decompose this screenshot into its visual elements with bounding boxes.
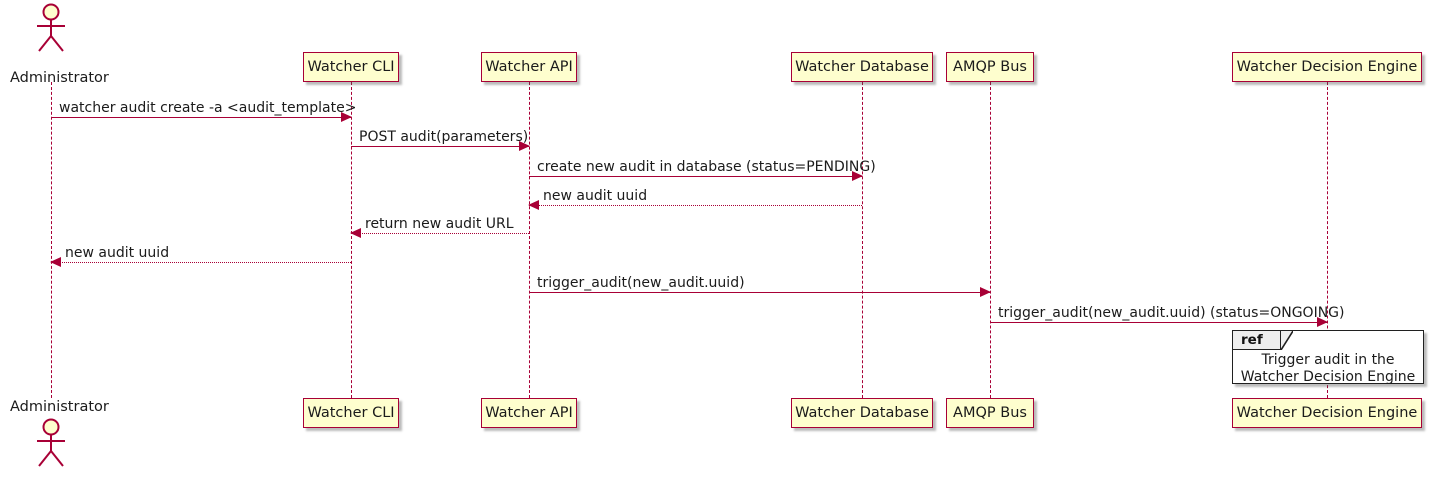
message-arrowhead-m8 [1317,317,1328,327]
message-arrowhead-m4 [528,200,539,210]
message-label-m7: trigger_audit(new_audit.uuid) [537,275,745,291]
message-line-m7 [529,292,990,293]
message-label-m5: return new audit URL [365,216,514,232]
actor-administrator-bottom [29,418,83,474]
message-line-m3 [529,176,862,177]
participant-label-watcher-cli-bottom: Watcher CLI [307,404,395,421]
message-arrowhead-m2 [519,141,530,151]
lifeline-decision-engine [1327,82,1328,398]
message-line-m5 [351,233,529,234]
message-line-m8 [990,322,1327,323]
message-arrowhead-m3 [852,171,863,181]
actor-label-administrator-top: Administrator [10,70,109,86]
participant-label-decision-engine-bottom: Watcher Decision Engine [1236,404,1418,421]
message-arrowhead-m6 [50,257,61,267]
participant-label-amqp-bus-top: AMQP Bus [953,58,1027,75]
message-arrowhead-m5 [350,228,361,238]
message-label-m1: watcher audit create -a <audit_template> [59,100,357,116]
actor-administrator-top [29,3,83,59]
participant-label-watcher-cli-top: Watcher CLI [307,58,395,75]
participant-label-watcher-db-top: Watcher Database [795,58,929,75]
participant-decision-engine-top[interactable]: Watcher Decision Engine [1232,52,1422,82]
participant-amqp-bus-top[interactable]: AMQP Bus [946,52,1034,82]
message-line-m2 [351,146,529,147]
message-arrow-m6 [50,257,351,267]
lifeline-watcher-api [529,82,530,398]
message-line-m6 [51,262,351,263]
message-label-m4: new audit uuid [543,188,648,204]
message-arrow-m4 [528,200,862,210]
message-arrow-m3 [529,171,863,181]
message-label-m3: create new audit in database (status=PEN… [537,159,876,175]
message-arrow-m2 [351,141,530,151]
lifeline-amqp-bus [990,82,991,398]
message-arrowhead-m7 [980,287,991,297]
participant-label-watcher-api-top: Watcher API [485,58,573,75]
fragment-tag-ref-trigger-audit: ref [1233,331,1281,350]
fragment-tag-corner-ref-trigger-audit [1281,331,1293,350]
message-arrow-m8 [990,317,1328,327]
participant-watcher-db-top[interactable]: Watcher Database [791,52,933,82]
lifeline-watcher-cli [351,82,352,398]
actor-label-administrator-bottom: Administrator [10,399,109,415]
participant-decision-engine-bottom[interactable]: Watcher Decision Engine [1232,398,1422,428]
participant-watcher-cli-bottom[interactable]: Watcher CLI [303,398,399,428]
participant-watcher-api-top[interactable]: Watcher API [481,52,577,82]
lifeline-watcher-db [862,82,863,398]
participant-watcher-cli-top[interactable]: Watcher CLI [303,52,399,82]
participant-label-amqp-bus-bottom: AMQP Bus [953,404,1027,421]
message-arrow-m7 [529,287,991,297]
participant-label-watcher-db-bottom: Watcher Database [795,404,929,421]
message-label-m2: POST audit(parameters) [359,129,529,145]
participant-amqp-bus-bottom[interactable]: AMQP Bus [946,398,1034,428]
participant-watcher-db-bottom[interactable]: Watcher Database [791,398,933,428]
lifeline-administrator [51,82,52,398]
message-arrow-m1 [51,112,352,122]
participant-label-decision-engine-top: Watcher Decision Engine [1236,58,1418,75]
participant-watcher-api-bottom[interactable]: Watcher API [481,398,577,428]
message-arrow-m5 [350,228,529,238]
message-label-m8: trigger_audit(new_audit.uuid) (status=ON… [998,305,1345,321]
message-line-m1 [51,117,351,118]
fragment-body-line: Watcher Decision Engine [1240,369,1416,385]
fragment-body-line: Trigger audit in the [1261,352,1395,368]
participant-label-watcher-api-bottom: Watcher API [485,404,573,421]
message-line-m4 [529,205,862,206]
message-arrowhead-m1 [341,112,352,122]
message-label-m6: new audit uuid [65,245,170,261]
